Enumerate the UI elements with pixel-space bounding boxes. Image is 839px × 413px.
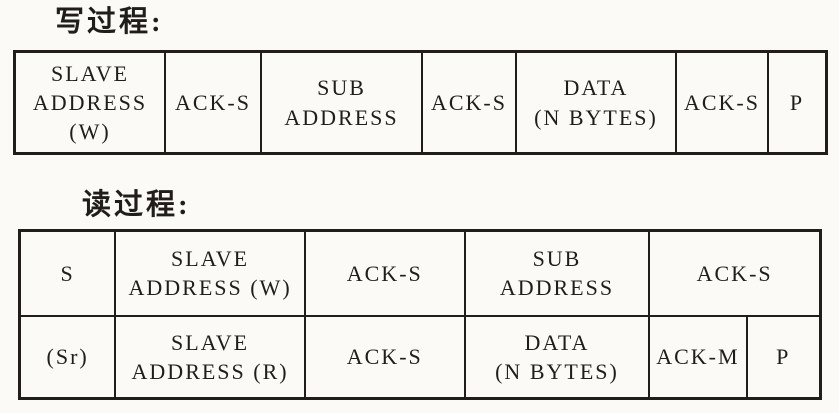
write-cell-ack-s-2: ACK-S xyxy=(421,53,515,152)
read-cell-repeated-start: (Sr) xyxy=(21,314,115,397)
write-cell-ack-s-3: ACK-S xyxy=(675,53,767,152)
write-cell-slave-address: SLAVE ADDRESS (W) xyxy=(32,60,148,145)
write-cell-sub-address: SUB ADDRESS xyxy=(260,53,421,152)
read-cell-start: S xyxy=(60,260,75,286)
read-cell-ack-m: ACK-M xyxy=(648,314,746,397)
read-cell-data: DATA (N BYTES) xyxy=(463,314,649,397)
write-process-table: SLAVE ADDRESS (W) ACK-S SUB ADDRESS ACK-… xyxy=(13,50,828,155)
read-cell-ack-s-1: ACK-S xyxy=(303,232,464,315)
write-cell-data: DATA (N BYTES) xyxy=(515,53,675,152)
write-cell-stop: P xyxy=(767,53,825,152)
read-cell-slave-address-w: SLAVE ADDRESS (W) xyxy=(114,232,304,315)
read-cell-stop: P xyxy=(745,314,819,397)
read-cell-slave-address-r: SLAVE ADDRESS (R) xyxy=(114,314,304,397)
write-cell-ack-s-1: ACK-S xyxy=(164,53,260,152)
read-cell-ack-s-3: ACK-S xyxy=(303,314,464,397)
write-process-title: 写过程: xyxy=(55,6,164,38)
read-cell-sub-address: SUB ADDRESS xyxy=(463,232,649,315)
read-process-title: 读过程: xyxy=(82,189,191,221)
read-process-table: S SLAVE ADDRESS (W) ACK-S SUB ADDRESS AC… xyxy=(18,229,822,400)
read-cell-ack-s-2: ACK-S xyxy=(648,232,819,315)
